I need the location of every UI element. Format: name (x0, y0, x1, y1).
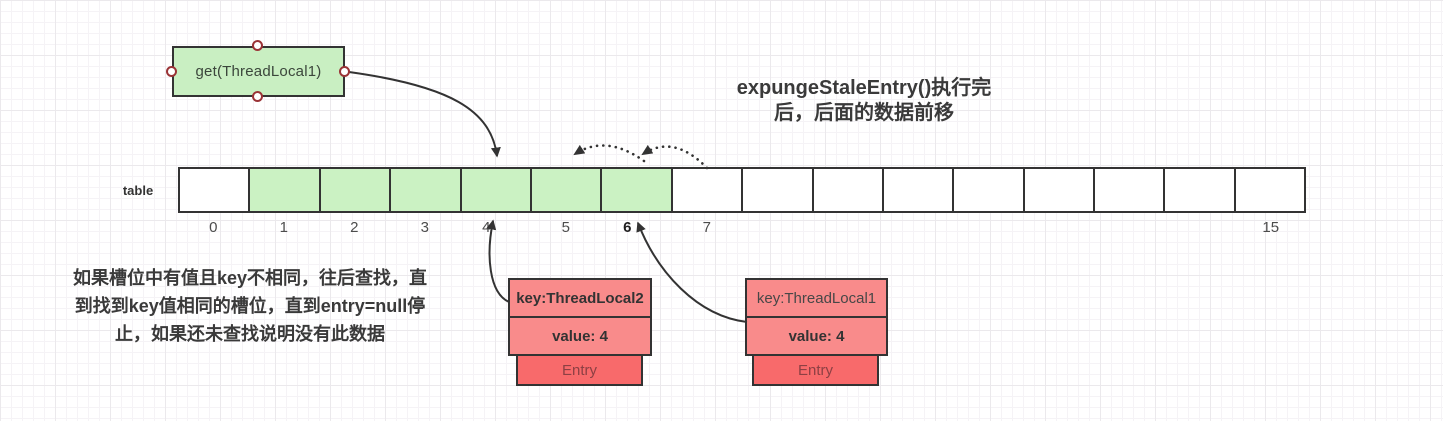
cell-index-label-3: 3 (420, 219, 429, 236)
arrow-get-to-slot4 (348, 71, 501, 158)
cell-index-label-14 (1165, 219, 1236, 236)
entry1-tag-label: Entry (797, 361, 833, 379)
cell-index-label-15: 15 (1262, 219, 1280, 236)
cell-index-label-12 (1024, 219, 1095, 236)
entry2-value-label: value: 4 (552, 327, 608, 345)
resize-handle-right[interactable] (339, 66, 350, 77)
entry1-key-label: key:ThreadLocal1 (756, 289, 877, 307)
heading-line-1: expungeStaleEntry()执行完 (736, 77, 992, 99)
cell-index-label-7: 7 (702, 219, 711, 236)
table-labels: 0 1 2 3 4 5 6 7 15 (178, 219, 1306, 236)
note-line-1: 如果槽位中有值且key不相同，往后查找，直 (72, 268, 428, 288)
entry1-value-label: value: 4 (788, 327, 845, 345)
dotted-arrow-slot6-to-slot5 (573, 144, 646, 163)
note-line-2: 到找到key值相同的槽位，直到entry=null停 (74, 296, 426, 316)
table-cell-1 (248, 167, 321, 213)
table-cell-15 (1233, 167, 1307, 213)
get-box-label: get(ThreadLocal1) (195, 63, 322, 80)
table-cell-6 (600, 167, 673, 213)
table-cell-7 (670, 167, 744, 213)
entry2-tag-box[interactable]: Entry (516, 354, 643, 386)
cell-index-label-6: 6 (623, 219, 632, 236)
cell-index-label-13 (1095, 219, 1166, 236)
resize-handle-left[interactable] (166, 66, 177, 77)
table-cell-13 (1093, 167, 1166, 213)
cell-index-label-1: 1 (279, 219, 288, 236)
table-cell-9 (811, 167, 884, 213)
cell-index-label-0: 0 (209, 219, 218, 236)
table-cell-4 (459, 167, 532, 213)
table-cell-0 (178, 167, 251, 213)
arrow-entry1-to-slot6 (636, 221, 748, 323)
cell-index-label-9 (813, 219, 884, 236)
entry2-key-label: key:ThreadLocal2 (516, 289, 644, 307)
get-threadlocal1-box[interactable]: get(ThreadLocal1) (172, 46, 345, 97)
heading-line-2: 后，后面的数据前移 (774, 102, 954, 124)
resize-handle-bottom[interactable] (252, 91, 263, 102)
table-cells[interactable] (178, 167, 1307, 213)
table-cell-12 (1022, 167, 1096, 213)
table-label: table (122, 183, 154, 198)
table-cell-5 (529, 167, 603, 213)
cell-index-label-2: 2 (350, 219, 359, 236)
cell-index-label-5: 5 (561, 219, 570, 236)
entry2-value-box[interactable]: value: 4 (508, 316, 652, 356)
entry1-tag-box[interactable]: Entry (752, 354, 879, 386)
table-cell-14 (1163, 167, 1236, 213)
entry1-key-box[interactable]: key:ThreadLocal1 (745, 278, 888, 318)
entry2-key-box[interactable]: key:ThreadLocal2 (508, 278, 652, 318)
cell-index-label-11 (954, 219, 1025, 236)
table-cell-8 (741, 167, 814, 213)
note-line-3: 止，如果还未查找说明没有此数据 (115, 324, 385, 344)
cell-index-label-10 (883, 219, 954, 236)
note-text: 如果槽位中有值且key不相同，往后查找，直 到找到key值相同的槽位，直到ent… (28, 264, 472, 348)
resize-handle-top[interactable] (252, 40, 263, 51)
table-cell-11 (952, 167, 1025, 213)
entry2-tag-label: Entry (561, 361, 597, 379)
table-cell-3 (389, 167, 462, 213)
table-cell-10 (881, 167, 955, 213)
heading-text: expungeStaleEntry()执行完 后，后面的数据前移 (690, 76, 1038, 126)
cell-index-label-4: 4 (482, 219, 491, 236)
dotted-arrow-slot7-to-slot6 (641, 144, 709, 170)
entry1-value-box[interactable]: value: 4 (745, 316, 888, 356)
table-cell-2 (318, 167, 392, 213)
cell-index-label-8 (742, 219, 813, 236)
